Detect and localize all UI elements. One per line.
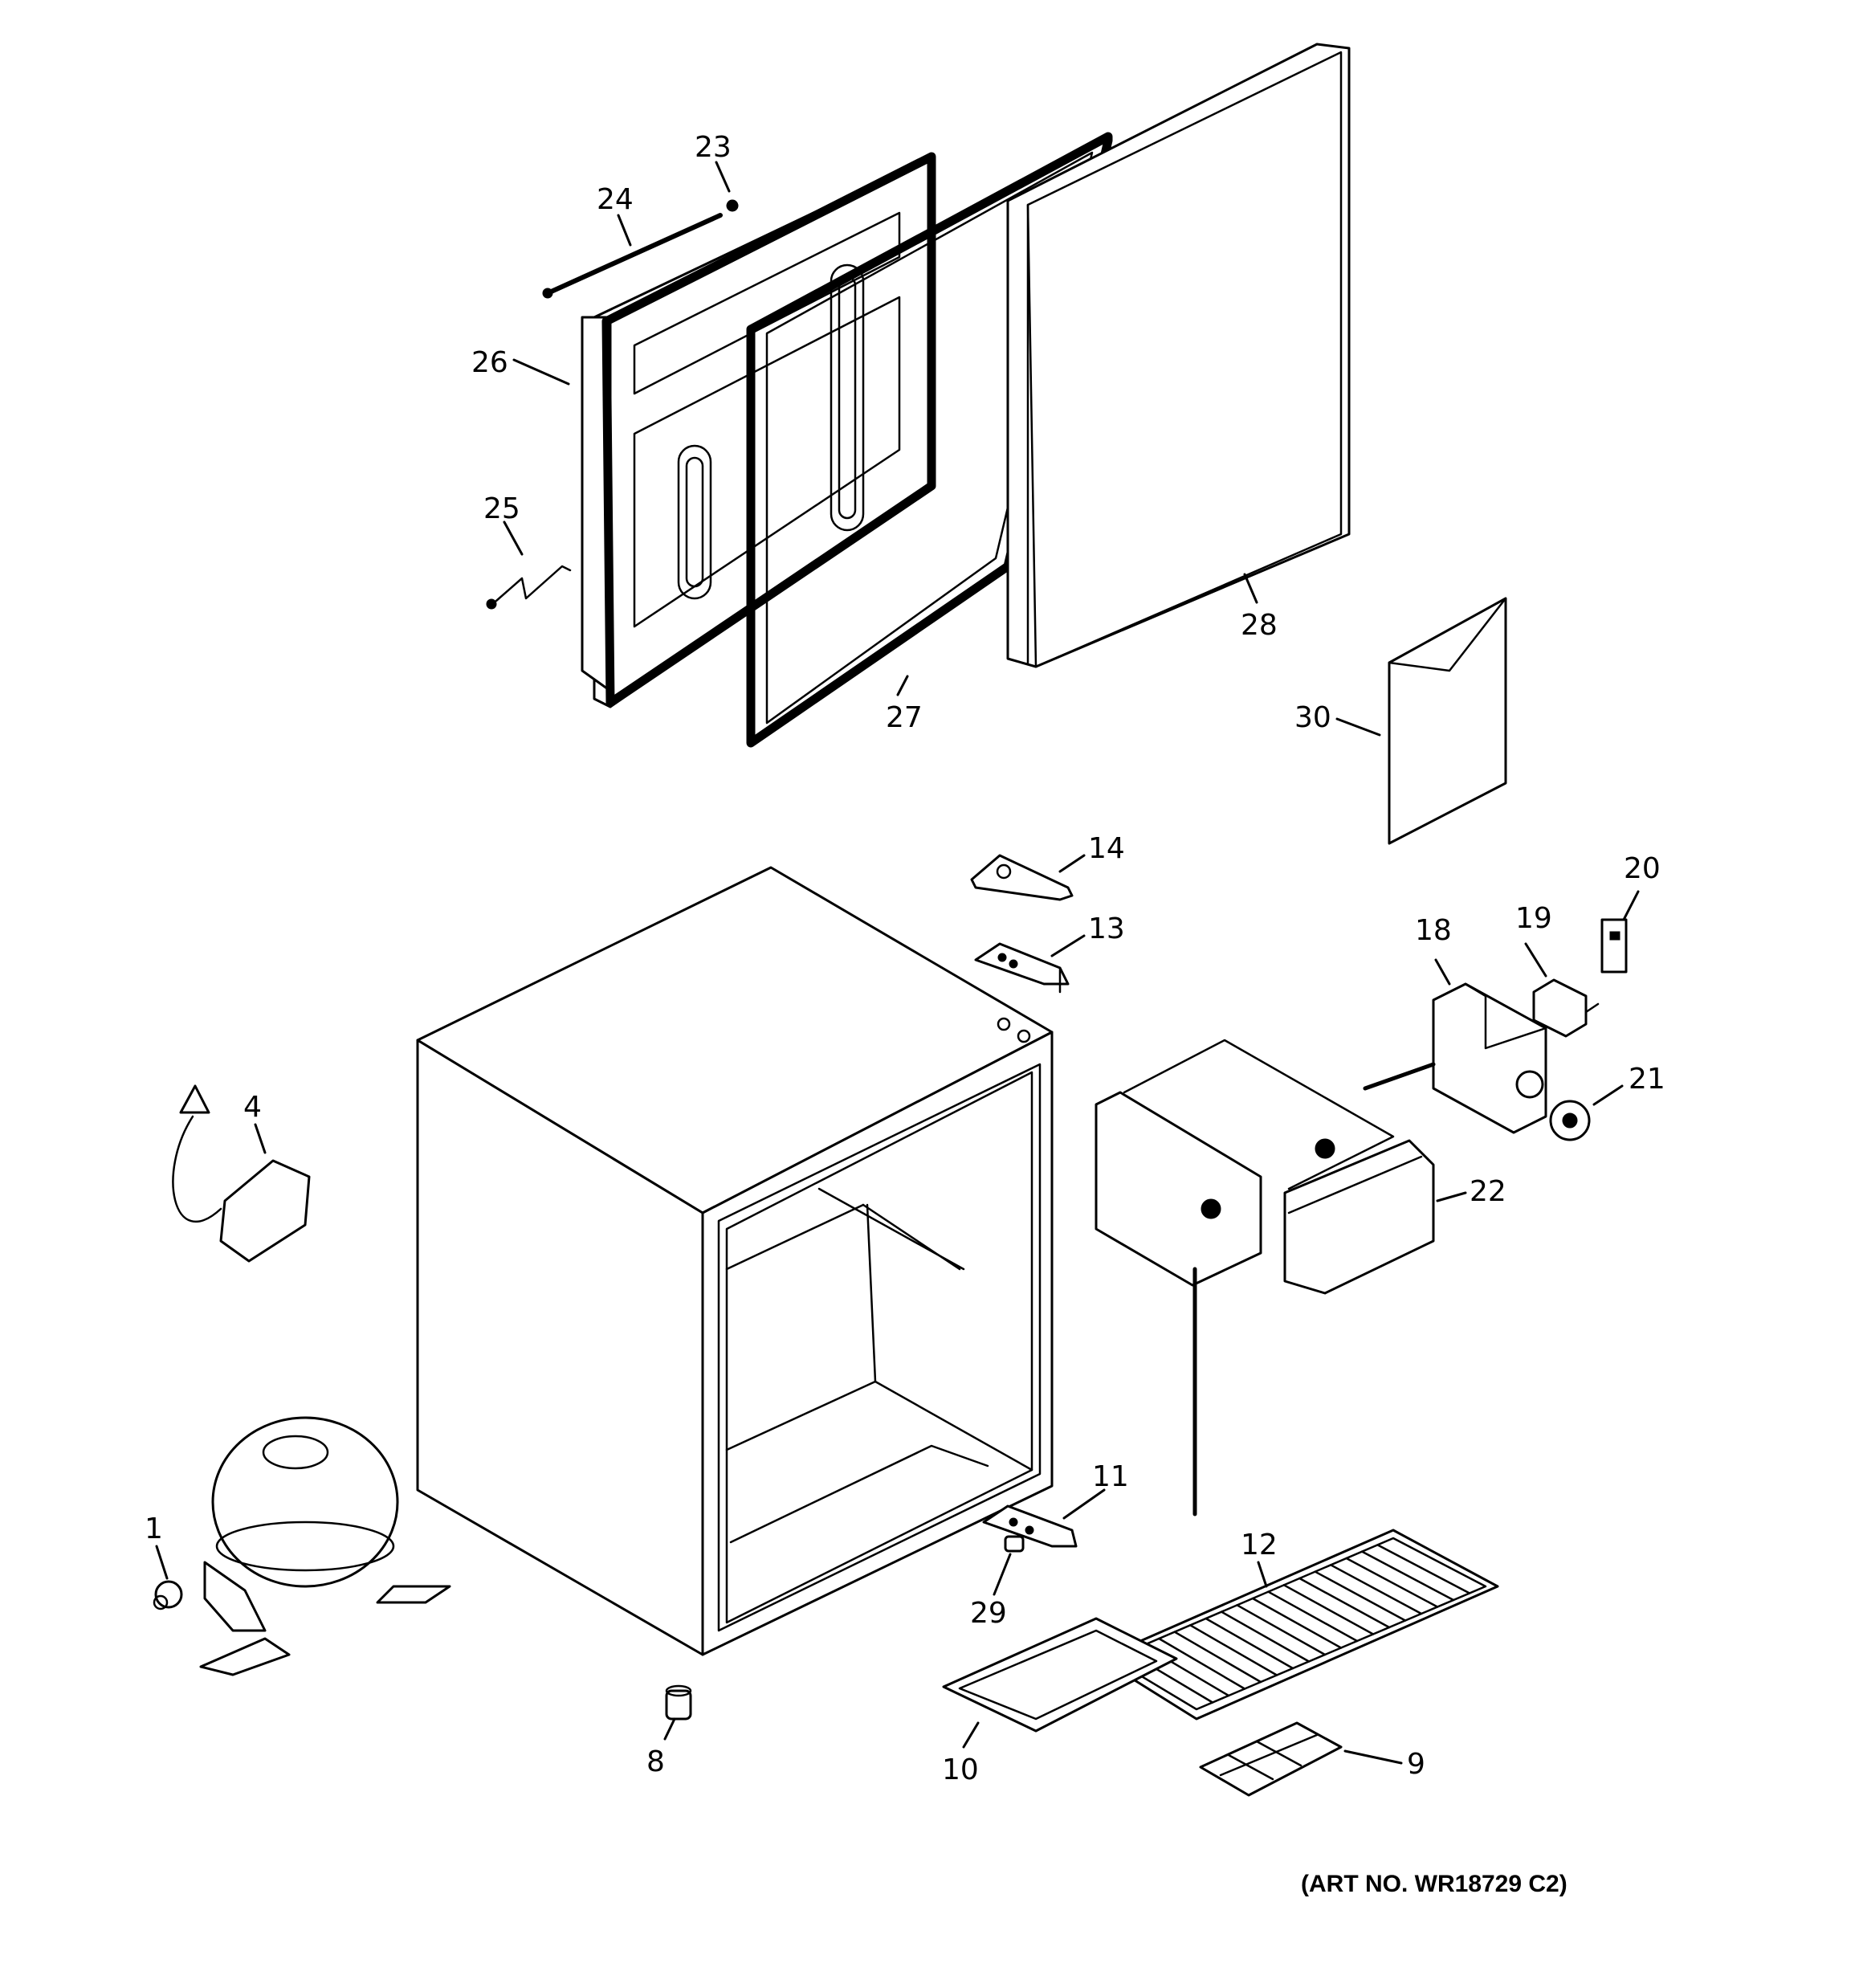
part-4-relay-cord (172, 1084, 311, 1263)
callout-30: 30 (1294, 701, 1331, 734)
part-1-compressor (153, 1416, 451, 1676)
part-18-thermostat-bracket (1363, 982, 1547, 1134)
shelf-wire (1360, 1550, 1455, 1602)
shelf-wire (1329, 1564, 1423, 1615)
callout-28: 28 (1241, 609, 1278, 642)
part-20-socket-plate (1600, 918, 1628, 974)
shelf-wire (1376, 1544, 1471, 1594)
part-11-bottom-hinge (982, 1504, 1078, 1548)
part-29-bushing (1004, 1535, 1025, 1553)
part-22-control-housing (1095, 1039, 1435, 1517)
callout-8: 8 (646, 1745, 665, 1778)
part-10-drip-tray (942, 1617, 1178, 1733)
callout-1: 1 (145, 1512, 163, 1545)
leader-lines (155, 161, 1640, 1765)
callout-18: 18 (1415, 914, 1452, 947)
shelf-wire (1267, 1590, 1359, 1643)
callout-20: 20 (1624, 852, 1661, 885)
callout-11: 11 (1092, 1460, 1129, 1493)
shelf-wire (1173, 1631, 1262, 1684)
shelf-wire (1188, 1624, 1278, 1676)
callout-4: 4 (243, 1091, 262, 1124)
art-number: (ART NO. WR18729 C2) (1301, 1871, 1567, 1897)
part-8-leg (665, 1684, 692, 1721)
callout-27: 27 (886, 701, 923, 734)
part-12-shelf (1099, 1529, 1499, 1721)
callout-29: 29 (970, 1597, 1007, 1630)
callout-22: 22 (1470, 1175, 1506, 1208)
shelf-wire (1298, 1577, 1391, 1629)
part-21-knob (1549, 1100, 1591, 1141)
callout-12: 12 (1241, 1529, 1278, 1561)
callout-10: 10 (942, 1753, 979, 1786)
shelf-wire (1282, 1584, 1375, 1635)
part-14-hinge-cover (970, 854, 1074, 901)
callout-19: 19 (1515, 902, 1552, 935)
part-30-literature (1388, 597, 1507, 845)
shelf-wire (1251, 1597, 1343, 1649)
callout-13: 13 (1088, 912, 1125, 945)
callout-9: 9 (1407, 1748, 1425, 1781)
callout-labels: 1 4 8 9 10 11 12 13 14 18 19 20 21 22 23… (145, 131, 1665, 1786)
cabinet (416, 866, 1054, 1656)
part-19-thermostat (1532, 978, 1600, 1038)
part-28-door (1006, 43, 1351, 668)
shelf-wire (1236, 1604, 1327, 1656)
part-26-door-liner (581, 152, 936, 708)
part-9-ice-tray (1199, 1721, 1343, 1797)
shelf-wire (1220, 1610, 1311, 1663)
callout-24: 24 (597, 183, 634, 216)
shelf-wire (1205, 1617, 1294, 1670)
callout-23: 23 (695, 131, 732, 164)
callout-14: 14 (1088, 832, 1125, 865)
callout-21: 21 (1629, 1063, 1665, 1096)
part-13-top-hinge (974, 942, 1070, 994)
part-23-24-25-hardware (486, 199, 739, 610)
shelf-wire (1314, 1570, 1407, 1622)
shelf-wire (1345, 1557, 1439, 1608)
shelf-wire (1158, 1637, 1246, 1690)
callout-26: 26 (471, 346, 508, 379)
callout-25: 25 (483, 492, 520, 525)
